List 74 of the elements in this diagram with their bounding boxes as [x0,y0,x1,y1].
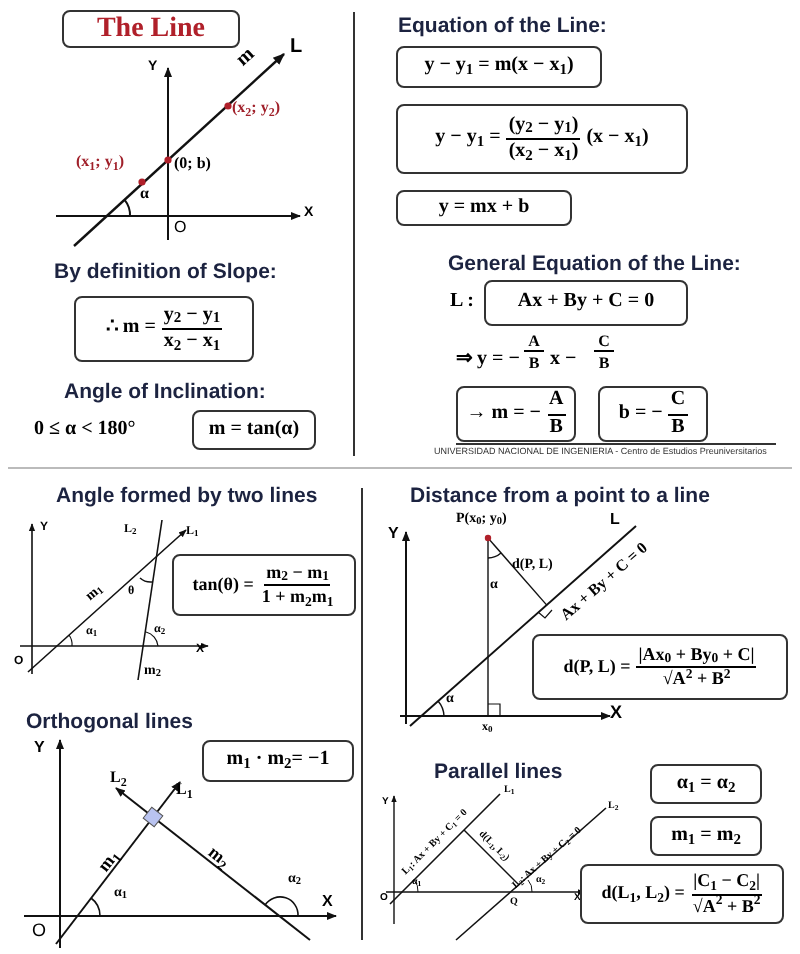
formula-text: α$_{1}$ = α$_{2}$ [676,771,736,797]
section-heading: Orthogonal lines [26,712,193,733]
formula-text: tan(θ) = [192,573,254,597]
slope-label: m [233,45,260,71]
formula-box [202,740,354,782]
formula-box [396,190,572,226]
line-name-label: L : [450,292,474,312]
formula-box [580,864,784,924]
fraction-numerator: A [547,388,566,415]
formula-text: (x − x$_{1}$) [586,126,649,152]
formula-box [396,104,688,174]
axis-label: Y [388,526,399,542]
formula-box [532,634,788,700]
formula-text: d(L$_{1}$, L$_{2}$) = [601,882,685,906]
formula-box [650,816,762,856]
fraction-numerator: C [594,334,614,352]
axis-label: X [610,704,623,722]
formula-text: ⇒ y = − [456,350,520,370]
section-heading: Angle of Inclination: [64,382,266,403]
section-heading: Angle formed by two lines [56,486,318,507]
formula-text: 0 ≤ α < 180° [34,420,136,440]
point-label: (x$_{1}$; y$_{1}$) [76,154,125,170]
fraction-denominator: x$_{2}$ − x$_{1}$ [161,330,223,355]
formula-box [456,386,576,442]
title-box [62,10,240,48]
formula-box [650,764,762,804]
formula-box [74,296,254,362]
origin-label: O [32,922,47,940]
fraction-denominator: √A$^{2}$ + B$^{2}$ [660,668,733,691]
fraction-numerator: C [668,388,688,415]
section-heading: Distance from a point to a line [410,486,710,507]
fraction-numerator: y$_{2}$ − y$_{1}$ [161,303,223,330]
formula-text: m$_{1}$ = m$_{2}$ [671,823,741,849]
line-label: L$_{2}$ [110,770,127,786]
formula-text: d(P, L) = [563,655,631,679]
point-label: (x$_{2}$; y$_{2}$) [232,100,281,116]
fraction-numerator: A [524,334,544,352]
fraction-denominator: B [669,415,687,440]
fraction-denominator: B [526,356,542,372]
formula-text: ∴ m = [105,316,156,342]
title-text: The Line [96,11,206,47]
fraction-numerator: m$_{2}$ − m$_{1}$ [264,561,331,586]
fraction-denominator: (x$_{2}$ − x$_{1}$) [506,140,581,165]
formula-box [396,46,602,88]
line-label: L$_{1}$ [176,782,193,798]
point-label: (0; b) [174,156,211,172]
angle-label: α [140,186,149,202]
origin-label: O [174,220,187,236]
formula-text: y − y$_{1}$ = [435,126,501,152]
formula-text: x − [550,350,577,370]
fraction-numerator: (y$_{2}$ − y$_{1}$) [506,113,581,140]
formula-text: m$_{1}$ · m$_{2}$= −1 [226,748,330,774]
formula-text: → m = − [466,401,541,427]
fraction-denominator: 1 + m$_{2}$m$_{1}$ [259,586,336,609]
fraction-numerator: |Ax$_{0}$ + By$_{0}$ + C| [636,643,757,668]
formula-text: b = − [618,401,663,427]
section-heading: Parallel lines [434,762,563,783]
formula-box [172,554,356,616]
line-label: L [290,38,303,58]
fraction-numerator: |C$_{1}$ − C$_{2}$| [691,870,762,895]
axis-label: X [322,894,333,910]
fraction-denominator: B [547,415,565,440]
formula-box [484,280,688,326]
formula-box [192,410,316,450]
section-heading: General Equation of the Line: [448,254,741,275]
fraction-denominator: B [596,356,612,372]
formula-text: m = tan(α) [208,417,300,443]
equation-label: Ax + By + C = 0 [558,540,651,624]
formula-text: Ax + By + C = 0 [517,290,655,316]
formula-text: y − y$_{1}$ = m(x − x$_{1}$) [424,54,574,80]
line-label: L [610,512,620,528]
formula-box [598,386,708,442]
axis-label: Y [34,740,45,756]
formula-text: y = mx + b [438,195,530,221]
